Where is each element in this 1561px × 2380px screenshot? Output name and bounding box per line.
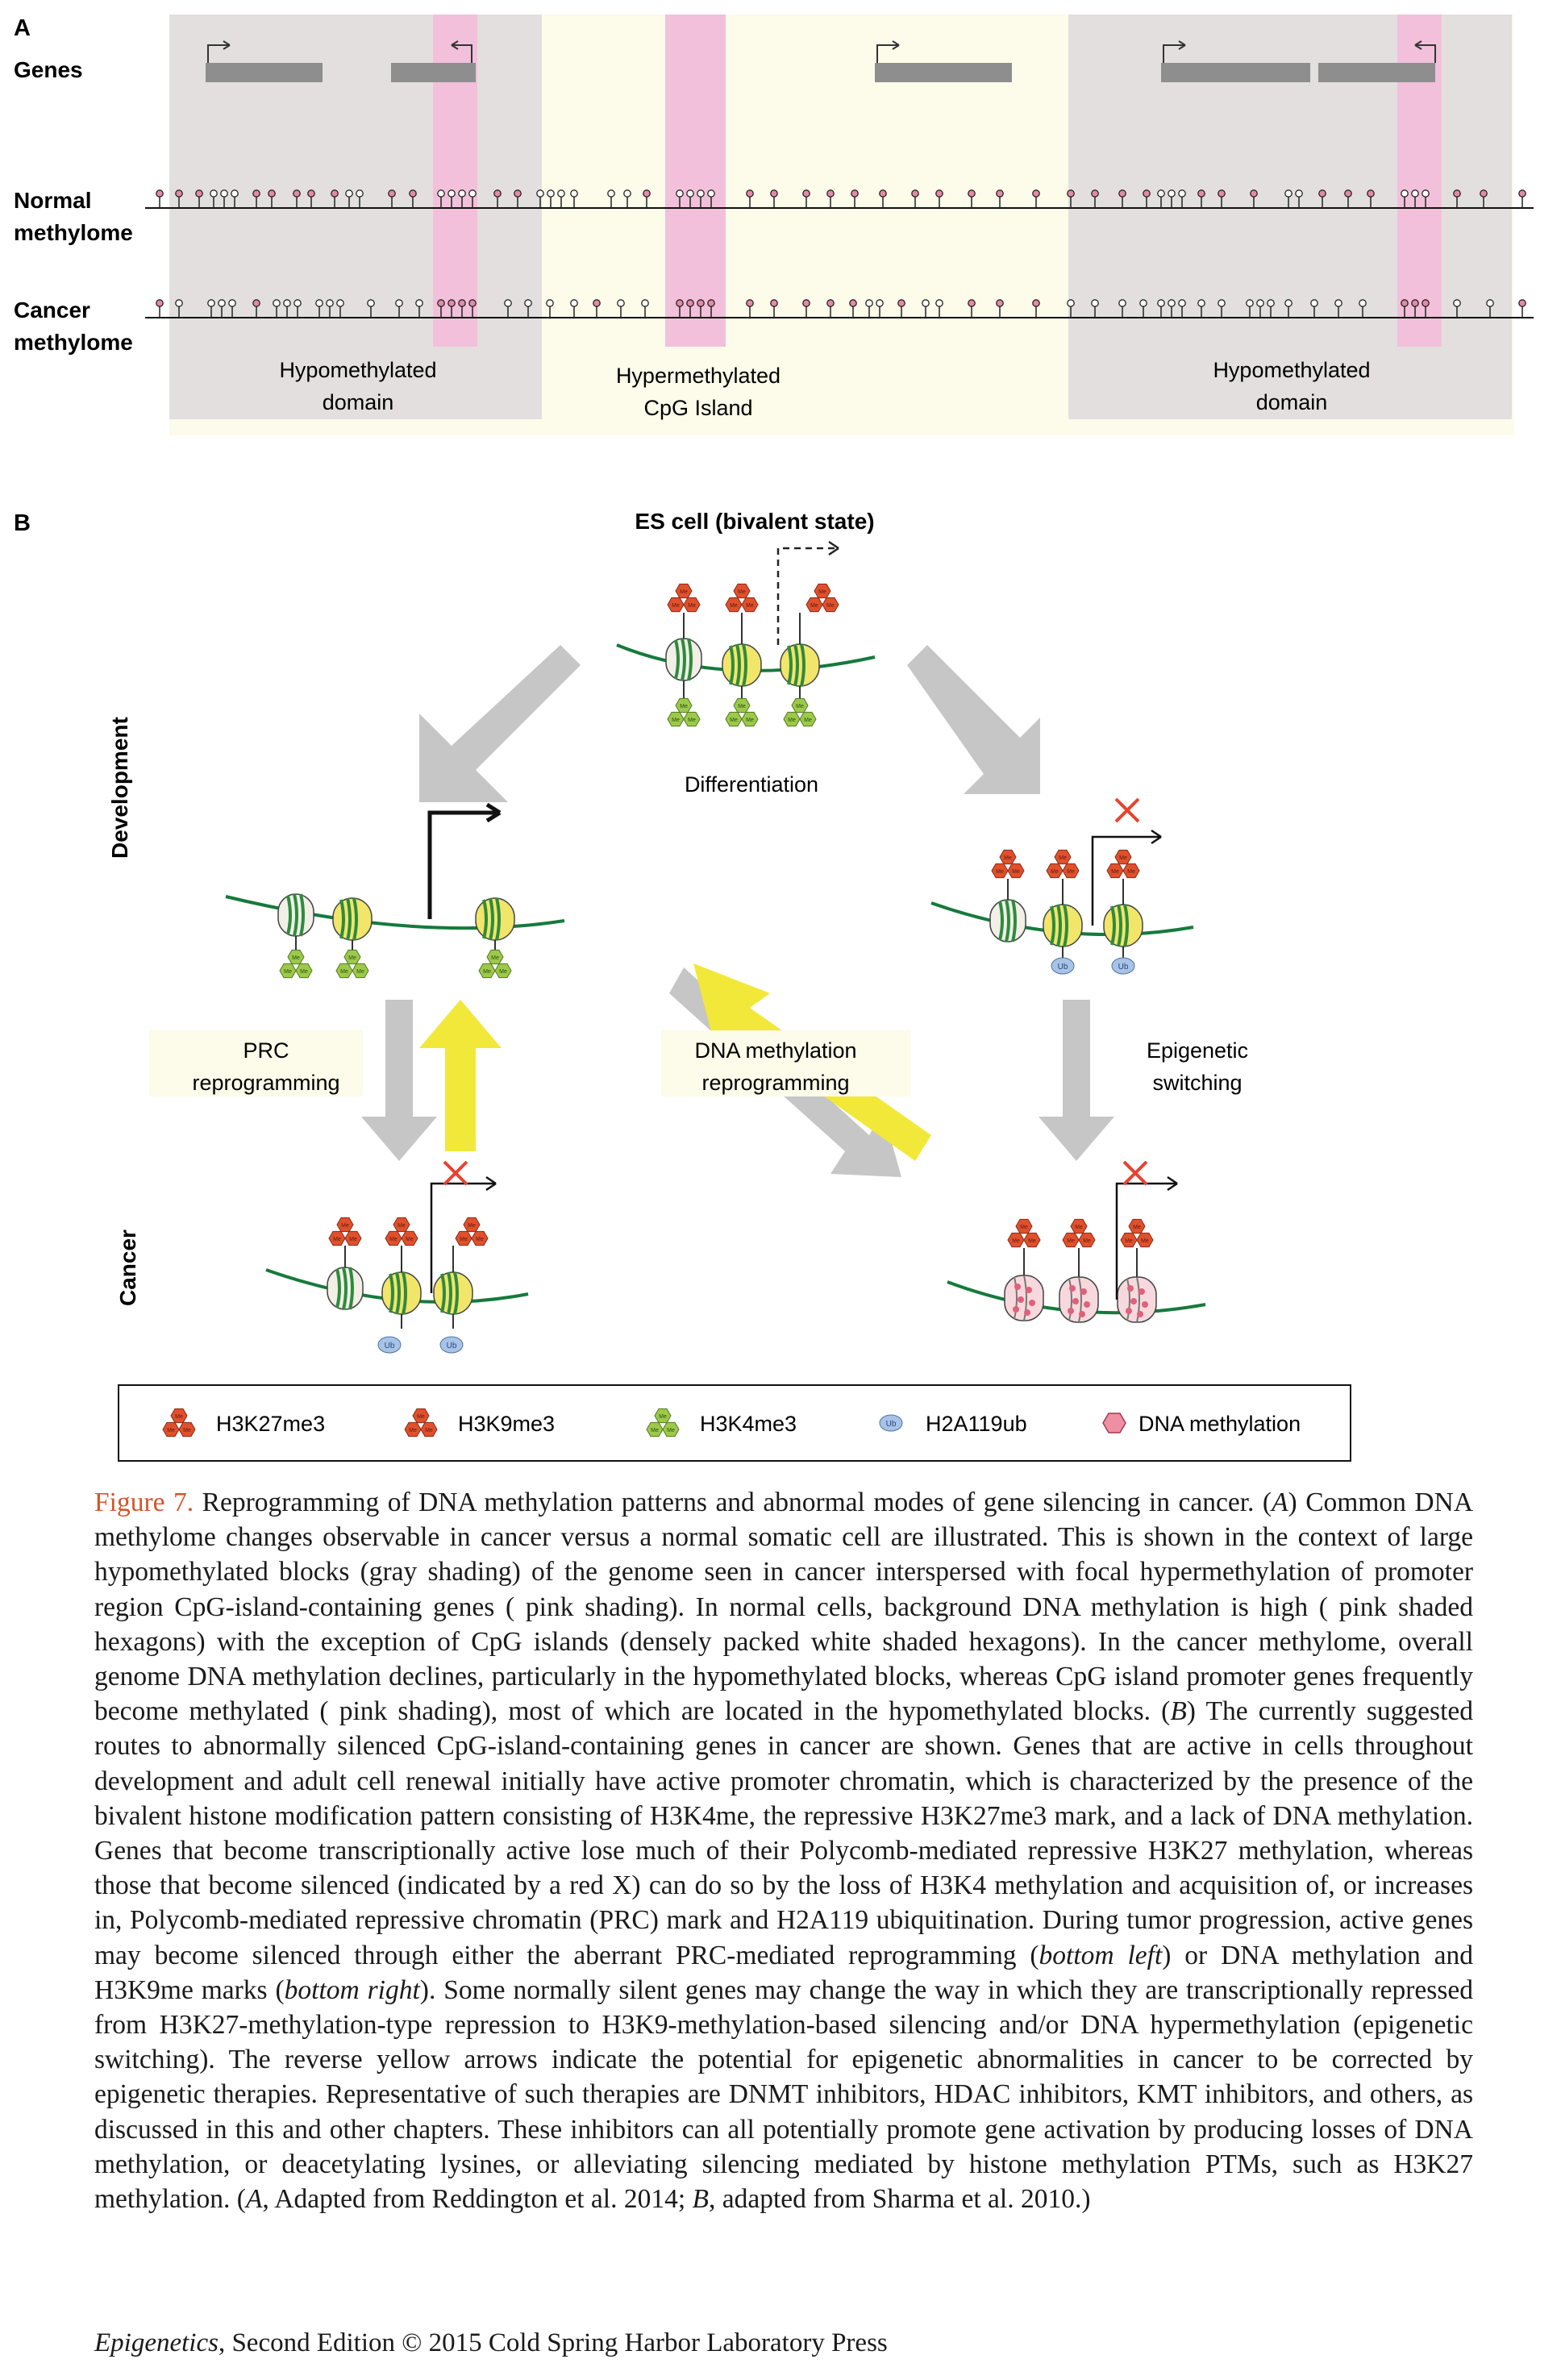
panel-b: B ES cell (bivalent state) Development C… [14, 509, 1351, 1462]
gene-bars [206, 40, 1436, 82]
prc-label-bg [149, 1030, 363, 1096]
yellow-arrow-prc-up [419, 1000, 502, 1151]
legend-h2a119ub-icon [879, 1414, 903, 1432]
cancer-dna-methylation-chromatin [947, 1160, 1206, 1323]
methylated-cpg-marker [156, 299, 164, 318]
legend-h3k9me3-label: H3K9me3 [458, 1412, 555, 1436]
caption-italic: A [245, 2184, 263, 2215]
gray-arrow-epigenetic-down [1039, 1000, 1114, 1161]
book-title: Epigenetics [94, 2328, 219, 2357]
figure-label: Figure 7. [94, 1488, 194, 1517]
es-cell-chromatin [616, 540, 876, 726]
caption-text: ) The currently suggested routes to abno… [94, 1696, 1474, 1970]
caption-text: , adapted from Sharma et al. 2010.) [709, 2184, 1091, 2215]
caption-text: ( [1262, 1488, 1272, 1517]
gray-arrow-es-to-left [419, 645, 581, 802]
caption-italic: bottom left [1039, 1940, 1163, 1970]
methylated-cpg-marker [1518, 189, 1526, 209]
caption-text: , Adapted from Reddington et al. 2014; [262, 2184, 693, 2215]
gray-arrow-prc-down [361, 1000, 437, 1161]
cpg-island-pink-2 [665, 15, 726, 347]
dna-meth-label-bg [661, 1030, 911, 1096]
caption-italic: bottom right [284, 1974, 420, 2005]
caption-text: ) or DNA methylation and H3K9me marks ( [94, 1940, 1474, 2005]
panel-a-label: A [14, 15, 31, 41]
panel-b-label: B [14, 510, 31, 536]
page-footer: Epigenetics, Second Edition © 2015 Cold … [94, 2328, 888, 2358]
cancer-label: Cancer [115, 1230, 140, 1306]
legend: H3K27me3 H3K9me3 H3K4me3 H2A119ub DNA me… [118, 1384, 1351, 1462]
differentiation-label: Differentiation [685, 772, 818, 797]
caption-italic: A [1272, 1488, 1288, 1517]
footer-publisher: , Second Edition © 2015 Cold Spring Harb… [218, 2328, 888, 2357]
legend-h2a119ub-label: H2A119ub [926, 1412, 1027, 1436]
gray-arrow-es-to-right [907, 645, 1040, 794]
cancer-prc-chromatin [265, 1160, 529, 1354]
legend-dna-methylation-label: DNA methylation [1138, 1412, 1301, 1436]
methylated-cpg-marker [1518, 299, 1526, 318]
caption-italic: B [692, 2184, 709, 2215]
legend-dna-methylation-icon [1102, 1413, 1126, 1433]
es-cell-title: ES cell (bivalent state) [635, 509, 874, 534]
methylated-cpg-marker [156, 189, 164, 209]
caption-title: Reprogramming of DNA methylation pattern… [202, 1488, 1255, 1517]
silenced-gene-chromatin [930, 797, 1194, 975]
development-label: Development [107, 717, 132, 859]
figure-caption: Figure 7. Reprogramming of DNA methylati… [94, 1485, 1473, 2216]
legend-h3k27me3-label: H3K27me3 [216, 1412, 325, 1436]
genes-row-label: Genes [14, 57, 83, 82]
active-gene-chromatin [225, 802, 565, 978]
legend-h3k4me3-label: H3K4me3 [700, 1412, 797, 1436]
caption-italic: B [1170, 1696, 1187, 1727]
caption-text: ). Some normally silent genes may change… [94, 1974, 1473, 2215]
caption-text: ) Common DNA methylome changes observabl… [94, 1488, 1474, 1727]
